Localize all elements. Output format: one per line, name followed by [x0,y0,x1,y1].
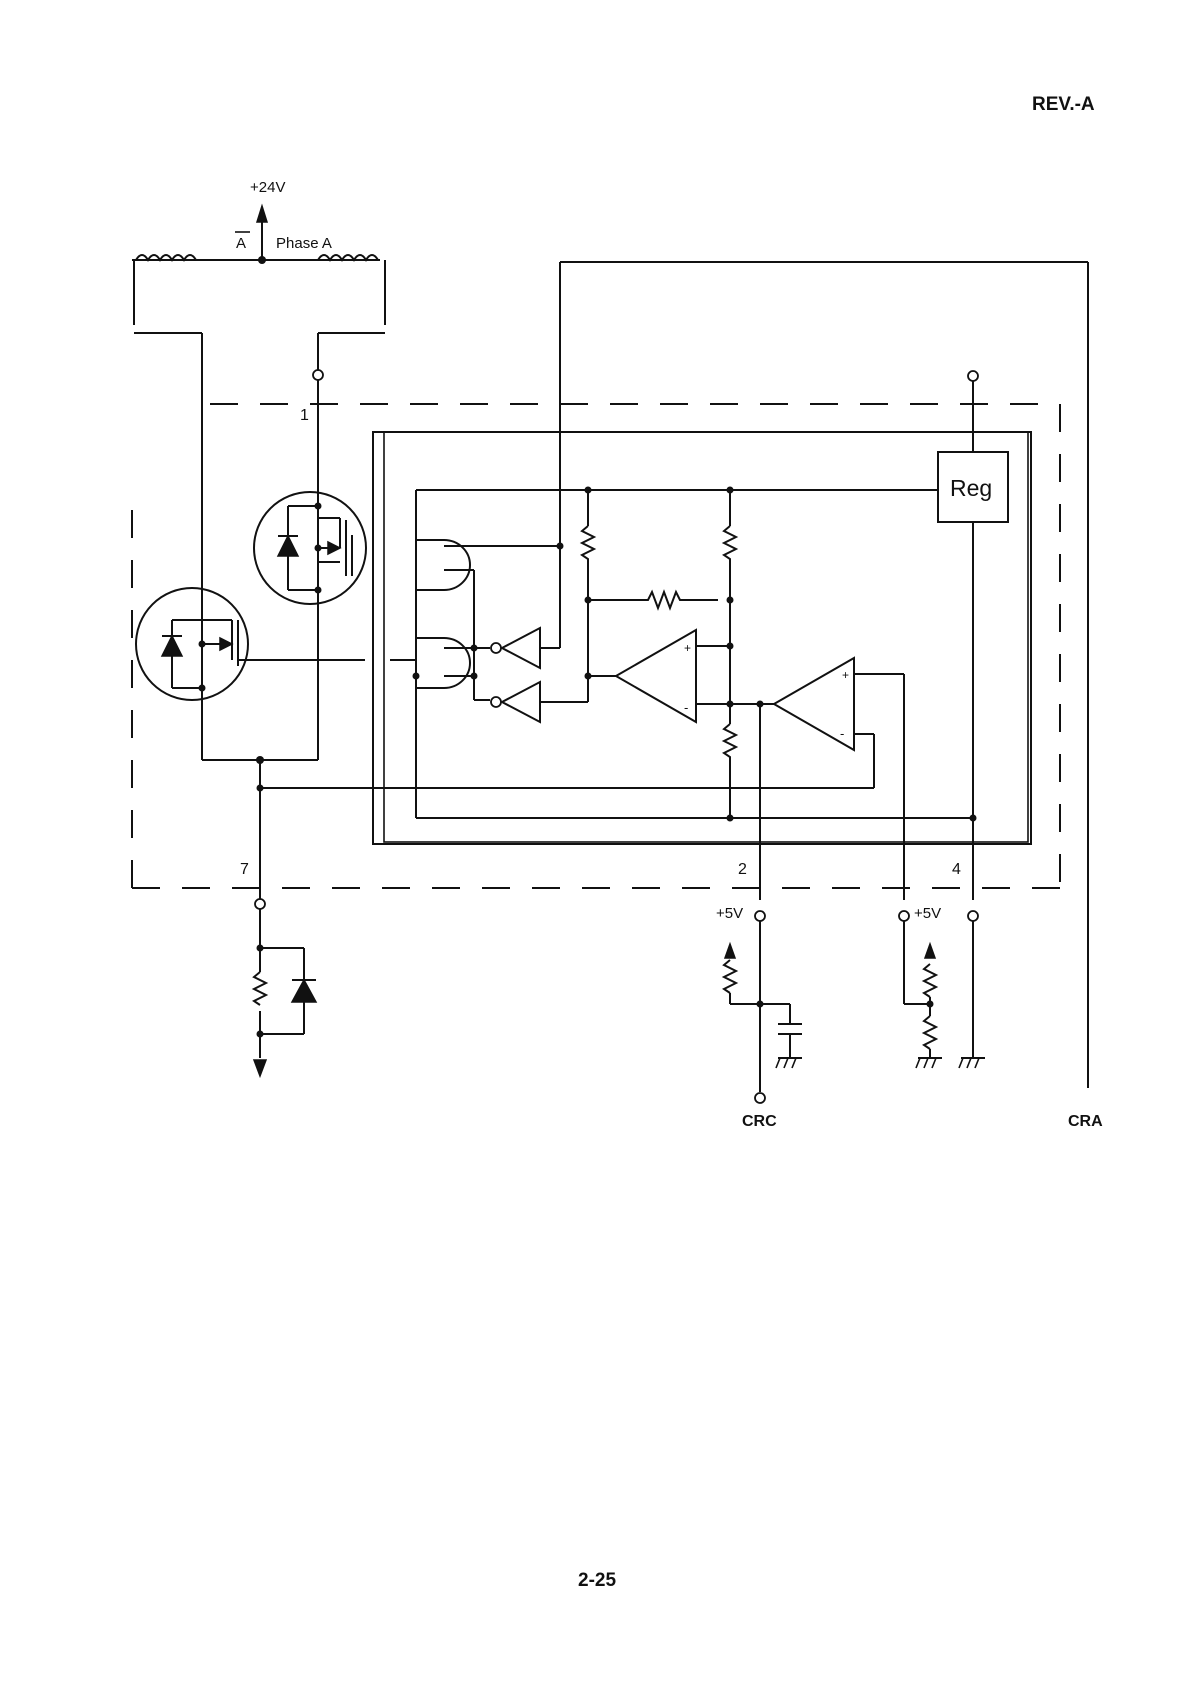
phase-a-label: Phase A [276,235,332,252]
mosfet-upper [254,492,366,604]
supply-24v-label: +24V [250,179,285,196]
opamp-left [585,630,775,722]
pin2-label: 2 [738,861,747,878]
supply-24v-arrow [257,206,267,260]
phase-a-coil [132,255,385,325]
sense-resistor-network [254,899,316,1076]
opamp-right-plus: + [842,668,849,682]
right-bias-network [899,911,942,1068]
pin1-label: 1 [300,407,309,424]
plus5v-left-label: +5V [716,905,743,922]
crc-label: CRC [742,1113,777,1130]
pin7-label: 7 [240,861,249,878]
opamp-left-plus: + [684,641,691,655]
pin4-ground [959,911,985,1068]
opamp-left-minus: - [684,700,688,715]
plus5v-right-label: +5V [914,905,941,922]
phase-a-bar-label: A [236,235,246,252]
inverter-lower [474,672,588,722]
opamp-right-minus: - [840,726,844,741]
regulator-label: Reg [950,475,992,501]
opamp-right [372,658,904,900]
control-ic-outline [373,432,1031,844]
driver-package-outline [132,404,1060,888]
inverter-upper [491,628,560,668]
crc-network [724,911,802,1103]
mosfet-lower [136,588,248,700]
pin4-label: 4 [952,861,961,878]
and-gate-upper [416,540,560,700]
cra-label: CRA [1068,1113,1103,1130]
